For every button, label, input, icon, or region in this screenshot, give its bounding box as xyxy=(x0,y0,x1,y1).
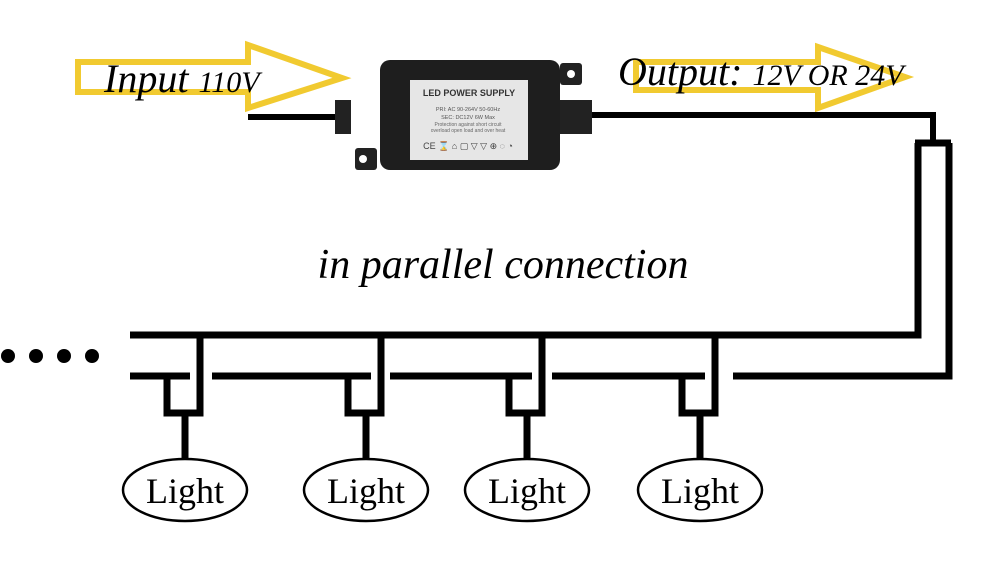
light-ellipse xyxy=(636,457,764,523)
light-label: Light xyxy=(146,471,224,511)
light-unit: Light xyxy=(390,335,591,523)
svg-text:SEC: DC12V 6W Max: SEC: DC12V 6W Max xyxy=(441,115,495,121)
input-arrow xyxy=(75,40,352,113)
led-power-supply: LED POWER SUPPLY PRI: AC 90-264V 50-60Hz… xyxy=(335,60,592,170)
light-unit: Light xyxy=(121,335,249,523)
ellipsis-dots xyxy=(1,349,99,363)
lights-group: Light Light Light Light xyxy=(121,335,764,523)
input-label: Input 110V xyxy=(103,56,263,101)
svg-text:LED POWER SUPPLY: LED POWER SUPPLY xyxy=(423,88,515,98)
svg-text:overload open load and over he: overload open load and over heat xyxy=(431,128,506,134)
output-wire xyxy=(592,112,936,143)
light-ellipse xyxy=(463,457,591,523)
negative-bus-end xyxy=(733,143,953,380)
light-label: Light xyxy=(661,471,739,511)
light-label: Light xyxy=(488,471,566,511)
svg-text:PRI: AC 90-264V 50-60Hz: PRI: AC 90-264V 50-60Hz xyxy=(436,107,500,113)
output-arrow xyxy=(633,42,915,113)
light-unit: Light xyxy=(212,335,430,523)
diagram-title: in parallel connection xyxy=(318,242,689,288)
positive-bus xyxy=(130,143,922,339)
light-ellipse xyxy=(302,457,430,523)
light-label: Light xyxy=(327,471,405,511)
svg-text:Protection against short circu: Protection against short circuit xyxy=(435,122,503,128)
svg-text:CE ⌛ ⌂ ▢ ▽ ▽ ⊕ ◌ ◔: CE ⌛ ⌂ ▢ ▽ ▽ ⊕ ◌ ◔ xyxy=(423,140,513,151)
light-unit: Light xyxy=(552,335,764,523)
light-ellipse xyxy=(121,457,249,523)
output-label: Output: 12V OR 24V xyxy=(618,49,907,94)
